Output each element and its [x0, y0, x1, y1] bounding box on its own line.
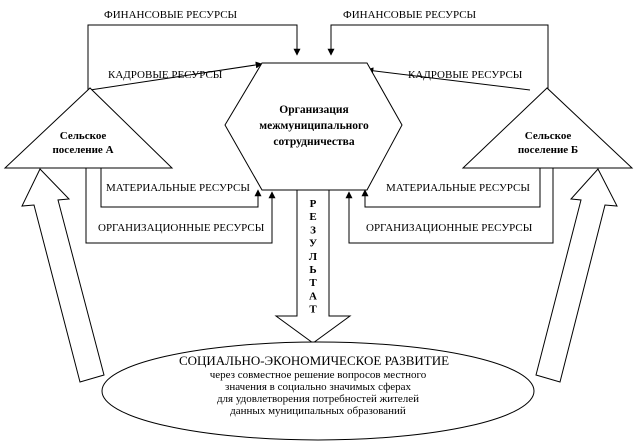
result-letter: Т	[309, 304, 317, 316]
outcome-line4: данных муниципальных образований	[230, 405, 406, 417]
outcome-title: СОЦИАЛЬНО-ЭКОНОМИЧЕСКОЕ РАЗВИТИЕ	[179, 353, 449, 368]
financial-label-left: ФИНАНСОВЫЕ РЕСУРСЫ	[104, 9, 238, 21]
personnel-label-right: КАДРОВЫЕ РЕСУРСЫ	[408, 69, 523, 81]
outcome-line2: значения в социально значимых сферах	[225, 381, 411, 393]
settlement-a-line2: поселение А	[52, 144, 113, 156]
organizational-label-right: ОРГАНИЗАЦИОННЫЕ РЕСУРСЫ	[366, 222, 533, 234]
settlement-b-line2: поселение Б	[518, 144, 578, 156]
settlement-a-triangle	[3, 87, 174, 169]
result-letter: А	[309, 290, 317, 302]
material-arrow-left	[100, 168, 262, 208]
outcome-ellipse	[101, 341, 535, 441]
result-letter: З	[310, 224, 316, 236]
result-letter: У	[309, 238, 317, 250]
hollow-arrow-left	[21, 168, 105, 383]
hollow-arrow-right	[535, 168, 618, 383]
organizational-label-left: ОРГАНИЗАЦИОННЫЕ РЕСУРСЫ	[98, 222, 265, 234]
material-label-left: МАТЕРИАЛЬНЫЕ РЕСУРСЫ	[106, 182, 250, 194]
center-hexagon	[224, 62, 403, 191]
settlement-a-line1: Сельское	[60, 130, 107, 142]
personnel-arrow-left	[89, 61, 263, 91]
material-arrow-right	[361, 168, 541, 208]
center-line3: сотрудничества	[273, 136, 355, 148]
organizational-arrow-right	[345, 168, 554, 244]
settlement-b-triangle	[461, 87, 634, 169]
result-letter: Л	[309, 251, 318, 263]
center-line2: межмуниципального	[259, 120, 369, 132]
result-letter: Е	[309, 211, 316, 223]
organizational-arrow-left	[85, 168, 276, 244]
financial-arrow-right	[327, 24, 549, 90]
result-arrow	[274, 189, 352, 344]
center-line1: Организация	[279, 104, 348, 116]
personnel-label-left: КАДРОВЫЕ РЕСУРСЫ	[108, 69, 223, 81]
settlement-b-line1: Сельское	[525, 130, 572, 142]
outcome-line3: для удовлетворения потребностей жителей	[217, 393, 419, 405]
result-letter: Т	[309, 277, 317, 289]
result-letter: Р	[310, 198, 317, 210]
financial-label-right: ФИНАНСОВЫЕ РЕСУРСЫ	[343, 9, 477, 21]
material-label-right: МАТЕРИАЛЬНЫЕ РЕСУРСЫ	[386, 182, 530, 194]
result-letter: Ь	[309, 264, 316, 276]
personnel-arrow-right	[366, 67, 531, 91]
outcome-line1: через совместное решение вопросов местно…	[210, 369, 427, 381]
financial-arrow-left	[87, 24, 301, 90]
